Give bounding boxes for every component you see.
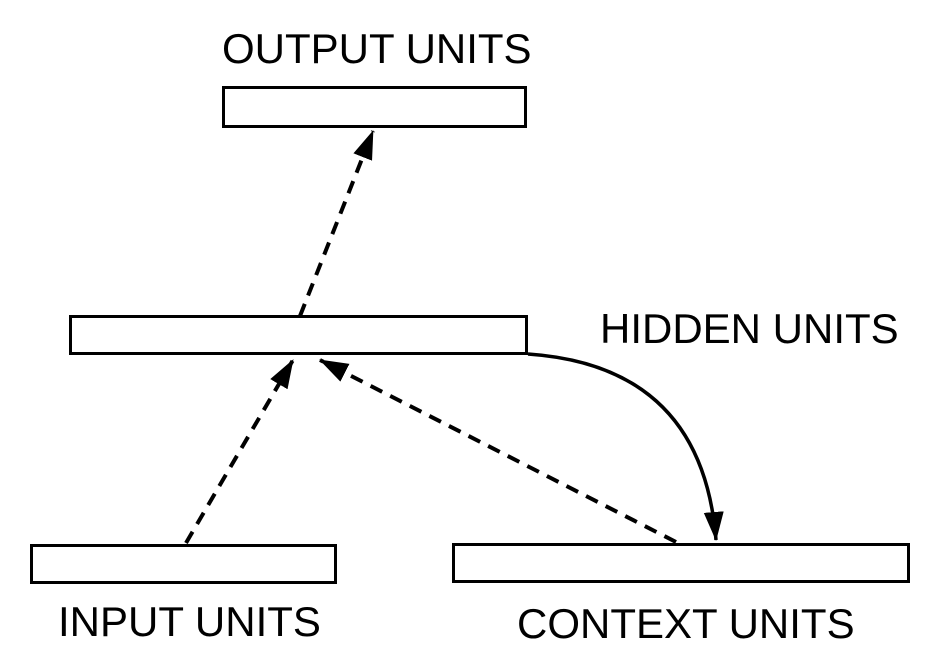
input-units-box	[30, 544, 337, 584]
input-units-label: INPUT UNITS	[58, 598, 321, 645]
output-units-box	[222, 86, 527, 128]
input-to-hidden-arrow	[184, 358, 295, 545]
hidden-to-context-arrow	[527, 352, 724, 541]
context-units-box	[452, 543, 910, 583]
hidden-units-label: HIDDEN UNITS	[600, 305, 899, 352]
context-to-hidden-arrow	[319, 358, 677, 544]
hidden-units-box	[69, 315, 528, 355]
output-units-label: OUTPUT UNITS	[222, 25, 532, 72]
context-units-label: CONTEXT UNITS	[517, 600, 855, 647]
hidden-to-output-arrow	[298, 130, 375, 317]
